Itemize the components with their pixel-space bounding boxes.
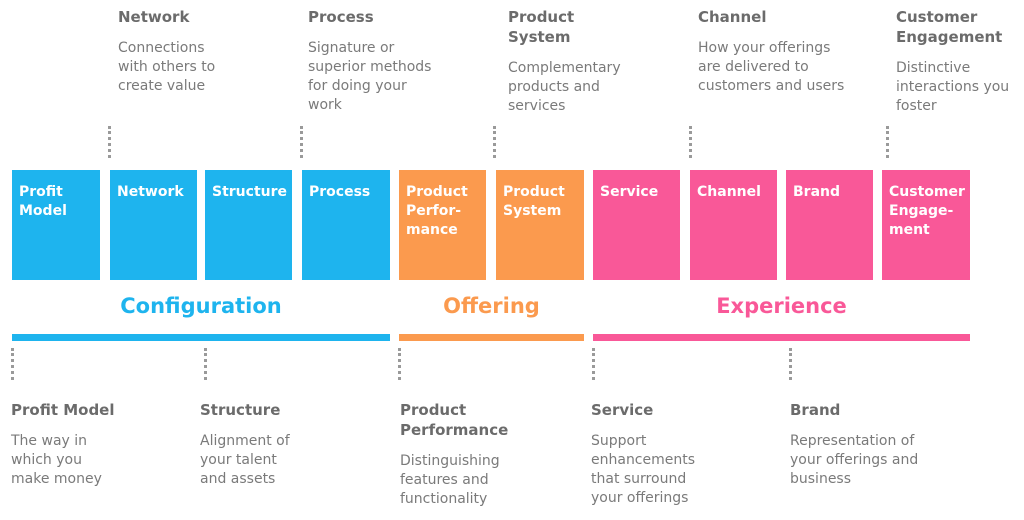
- annotation-title: Profit Model: [11, 401, 115, 419]
- annotation-structure: Structure Alignment of your talent and a…: [200, 400, 330, 489]
- annotation-title: Service: [591, 401, 654, 419]
- box-network: Network: [110, 170, 197, 280]
- group-bar-experience: [593, 334, 970, 341]
- annotation-channel: Channel How your offerings are delivered…: [698, 7, 853, 96]
- annotation-product-system: Product System Complementary products an…: [508, 7, 633, 116]
- annotation-process: Process Signature or superior methods fo…: [308, 7, 438, 115]
- annotation-brand: Brand Representation of your offerings a…: [790, 400, 930, 489]
- annotation-title: Product System: [508, 8, 575, 46]
- annotation-description: Representation of your offerings and bus…: [790, 433, 919, 487]
- connector-dots: [493, 126, 496, 158]
- box-structure: Structure: [205, 170, 292, 280]
- annotation-description: How your offerings are delivered to cust…: [698, 40, 845, 94]
- group-label-configuration: Configuration: [120, 294, 282, 318]
- connector-dots: [204, 348, 207, 380]
- annotation-title: Channel: [698, 8, 767, 26]
- box-product-system: Product System: [496, 170, 584, 280]
- annotation-description: Alignment of your talent and assets: [200, 433, 290, 487]
- connector-dots: [11, 348, 14, 380]
- annotation-service: Service Support enhancements that surrou…: [591, 400, 731, 508]
- connector-dots: [886, 126, 889, 158]
- connector-dots: [789, 348, 792, 380]
- annotation-profit-model: Profit Model The way in which you make m…: [11, 400, 141, 489]
- annotation-description: Distinctive interactions you foster: [896, 60, 1010, 114]
- annotation-description: Connections with others to create value: [118, 40, 216, 94]
- box-profit-model: Profit Model: [12, 170, 100, 280]
- annotation-product-performance: Product Performance Distinguishing featu…: [400, 400, 530, 509]
- annotation-title: Structure: [200, 401, 281, 419]
- connector-dots: [398, 348, 401, 380]
- annotation-description: The way in which you make money: [11, 433, 102, 487]
- box-channel: Channel: [690, 170, 777, 280]
- box-brand: Brand: [786, 170, 873, 280]
- box-process: Process: [302, 170, 390, 280]
- annotation-description: Distinguishing features and functionalit…: [400, 453, 500, 507]
- annotation-description: Support enhancements that surround your …: [591, 433, 696, 506]
- annotation-title: Network: [118, 8, 190, 26]
- annotation-title: Product Performance: [400, 401, 509, 439]
- connector-dots: [108, 126, 111, 158]
- annotation-title: Process: [308, 8, 374, 26]
- annotation-description: Signature or superior methods for doing …: [308, 40, 432, 113]
- annotation-customer-engagement: Customer Engagement Distinctive interact…: [896, 7, 1021, 116]
- connector-dots: [689, 126, 692, 158]
- annotation-title: Customer Engagement: [896, 8, 1003, 46]
- annotation-network: Network Connections with others to creat…: [118, 7, 228, 96]
- connector-dots: [592, 348, 595, 380]
- group-bar-offering: [399, 334, 584, 341]
- box-customer-engagement: Customer Engage-ment: [882, 170, 970, 280]
- connector-dots: [300, 126, 303, 158]
- group-label-offering: Offering: [443, 294, 540, 318]
- box-product-performance: Product Perfor-mance: [399, 170, 486, 280]
- group-label-experience: Experience: [716, 294, 847, 318]
- annotation-title: Brand: [790, 401, 841, 419]
- box-service: Service: [593, 170, 680, 280]
- group-bar-configuration: [12, 334, 390, 341]
- annotation-description: Complementary products and services: [508, 60, 621, 114]
